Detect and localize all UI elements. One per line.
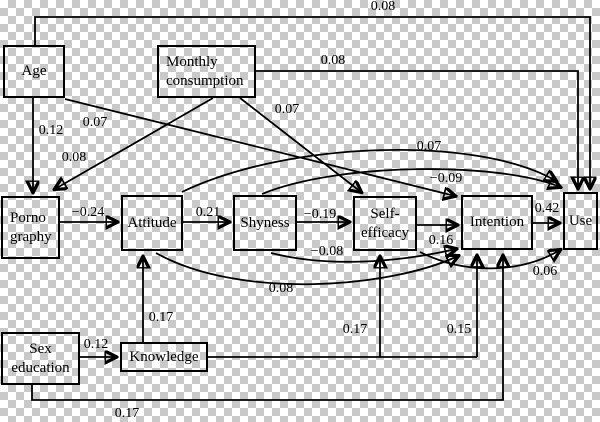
coefficient-age_int: 0.07 [82, 115, 108, 130]
arrow-shyness-use [261, 168, 560, 195]
arrow-age-intention [64, 98, 455, 196]
coefficient-sexed_kn: 0.12 [83, 337, 109, 352]
kn-box: Knowledge [120, 342, 208, 372]
se-box-label: efficacy [360, 224, 410, 241]
coefficient-sexed_int: 0.17 [114, 406, 140, 421]
coefficient-se_use: 0.06 [532, 264, 558, 279]
porno-box-label: Porno [10, 209, 46, 226]
se-box: Self-efficacy [353, 196, 417, 251]
mc-box-label: Monthly [166, 53, 218, 70]
arrow-monthly-pornography [55, 97, 214, 189]
use-box-label: Use [568, 212, 593, 229]
coefficient-mc_se: 0.07 [274, 102, 300, 117]
coefficient-shy_se: −0.19 [303, 207, 337, 222]
kn-box-label: Knowledge [129, 348, 199, 365]
sexed-box-label: Sex [29, 340, 52, 357]
coefficient-mc_porno: 0.08 [61, 150, 87, 165]
coefficient-porno_att: −0.24 [71, 205, 105, 220]
arrow-sexeducation-intention [31, 256, 503, 401]
coefficient-att_shy: 0.21 [195, 205, 221, 220]
age-box: Age [3, 45, 65, 98]
arrow-selfefficacy-use [419, 250, 560, 270]
coefficient-shy_int_bot: −0.08 [310, 244, 344, 259]
int-box: Intention [461, 195, 533, 250]
coefficient-kn_int: 0.15 [446, 322, 472, 337]
use-box: Use [563, 192, 598, 250]
coefficient-age_porno: 0.12 [38, 123, 64, 138]
arrow-monthly-selfefficacy [239, 97, 361, 192]
coefficient-se_int: 0.16 [428, 233, 454, 248]
mc-box: Monthly consumption [157, 45, 256, 98]
shy-box-label: Shyness [240, 214, 290, 231]
porno-box: Porno graphy [1, 196, 60, 259]
shy-box: Shyness [233, 195, 297, 251]
arrow-monthly-use [256, 70, 578, 188]
coefficient-att_use: 0.07 [416, 139, 442, 154]
sexed-box: Sex education [1, 332, 80, 385]
att-box-label: Attitude [127, 214, 177, 231]
arrow-attitude-use [181, 149, 556, 193]
arrow-attitude-intention [155, 252, 458, 286]
mc-box-label: consumption [166, 72, 244, 89]
age-box-label: Age [21, 63, 47, 80]
se-box-label: Self- [370, 205, 400, 222]
porno-box-label: graphy [10, 228, 52, 245]
att-box: Attitude [121, 195, 183, 251]
sexed-box-label: education [11, 359, 70, 376]
coefficient-kn_att: 0.17 [148, 310, 174, 325]
coefficient-att_int: 0.08 [268, 281, 294, 296]
int-box-label: Intention [469, 214, 525, 231]
coefficient-mc_use: 0.08 [320, 53, 346, 68]
arrow-age-use [34, 16, 590, 188]
coefficient-kn_se: 0.17 [342, 322, 368, 337]
coefficient-age_use: 0.08 [370, 0, 396, 14]
coefficient-int_use: 0.42 [534, 201, 560, 216]
coefficient-shy_use: −0.09 [429, 171, 463, 186]
arrow-shyness-intention-bottom [270, 249, 456, 263]
